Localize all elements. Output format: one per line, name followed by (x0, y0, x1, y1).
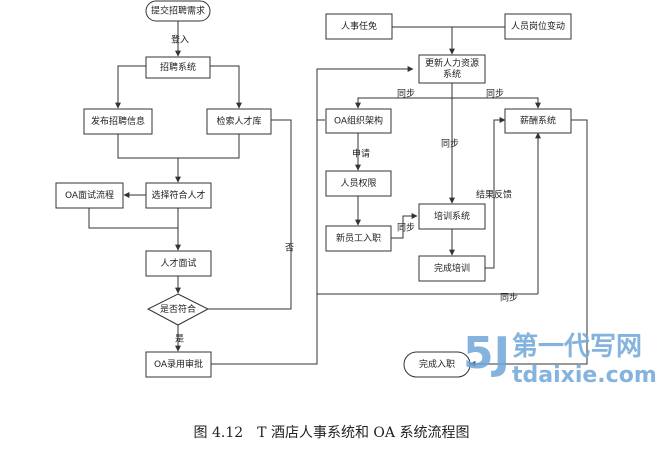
node-search: 检索人才库 (206, 108, 272, 135)
figure-caption: 图 4.12 T 酒店人事系统和 OA 系统流程图 (193, 425, 470, 441)
edge-label-sync-bottom: 同步 (500, 293, 518, 304)
node-qualified: 是否符合 (146, 293, 210, 326)
node-recruit-sys: 招聘系统 (145, 56, 211, 79)
node-search-label: 检索人才库 (216, 115, 261, 127)
edge-qualified-no (208, 117, 292, 310)
node-training-label: 培训系统 (434, 210, 470, 222)
edge-label-sync-training: 同步 (441, 139, 459, 150)
node-appoint: 人事任免 (325, 13, 393, 40)
watermark: 5J 第一代写网 tdaixie.com (463, 328, 657, 388)
node-oa-approve-label: OA录用审批 (154, 358, 203, 370)
node-oa-interview: OA面试流程 (55, 182, 124, 209)
node-select: 选择符合人才 (145, 182, 212, 209)
node-training: 培训系统 (418, 203, 486, 230)
node-update-hr: 更新人力资源 系统 (418, 54, 486, 84)
edge-appoint-to-update (392, 26, 455, 55)
node-oa-approve: OA录用审批 (145, 351, 212, 378)
edge-label-feedback: 结果反馈 (476, 189, 512, 201)
node-transfer: 人员岗位变动 (504, 13, 572, 40)
edge-payroll-to-finish (469, 119, 588, 367)
edge-update-to-payroll (452, 97, 541, 109)
node-newhire-label: 新员工入职 (336, 232, 381, 244)
node-update-hr-label-1: 更新人力资源 (425, 57, 479, 69)
node-perm: 人员权限 (325, 170, 392, 197)
edge-label-sync-newhire: 同步 (397, 223, 415, 234)
edge-label-no: 否 (285, 243, 294, 254)
node-payroll-label: 薪酬系统 (520, 115, 556, 127)
node-interview-label: 人才面试 (160, 257, 196, 269)
node-payroll: 薪酬系统 (504, 108, 572, 134)
flowchart: 提交招聘需求 招聘系统 发布招聘信息 检索人才库 OA面试流程 选择符合人才 人… (55, 0, 657, 388)
node-interview: 人才面试 (145, 250, 212, 277)
node-recruit-sys-label: 招聘系统 (160, 61, 196, 73)
edge-finish-to-payroll (485, 117, 506, 269)
node-perm-label: 人员权限 (340, 177, 376, 189)
edge-merge-publish-search (117, 134, 240, 159)
edge-newhire-to-training (391, 213, 418, 239)
watermark-url: tdaixie.com (512, 363, 657, 388)
watermark-mark: 5J (463, 328, 510, 379)
node-publish: 发布招聘信息 (83, 108, 153, 135)
edge-update-to-org (355, 83, 453, 109)
edge-label-apply: 申请 (352, 148, 370, 160)
node-finish-join-label: 完成入职 (419, 358, 455, 370)
node-submit-label: 提交招聘需求 (151, 5, 205, 17)
node-newhire: 新员工入职 (325, 225, 392, 252)
node-oa-org: OA组织架构 (325, 108, 392, 134)
node-transfer-label: 人员岗位变动 (511, 20, 565, 32)
node-qualified-label: 是否符合 (160, 303, 196, 315)
node-oa-interview-label: OA面试流程 (65, 189, 114, 201)
node-submit: 提交招聘需求 (145, 0, 211, 22)
node-finish-join: 完成入职 (403, 351, 471, 378)
node-finish-train: 完成培训 (418, 255, 486, 282)
edge-org-sync-payroll (316, 119, 538, 295)
edge-labels: 登入 同步 同步 同步 申请 结果反馈 同步 否 同步 是 (171, 35, 518, 345)
edge-label-login: 登入 (171, 35, 189, 46)
node-appoint-label: 人事任免 (341, 20, 377, 32)
node-publish-label: 发布招聘信息 (91, 115, 145, 127)
edge-oa-interview-to-interview (88, 208, 181, 251)
node-update-hr-label-2: 系统 (443, 68, 461, 80)
node-oa-org-label: OA组织架构 (334, 115, 383, 127)
edge-label-yes: 是 (175, 334, 184, 345)
edge-label-sync-payroll: 同步 (486, 89, 504, 100)
node-finish-train-label: 完成培训 (434, 262, 470, 274)
edges-right (316, 26, 588, 367)
edge-label-sync-org: 同步 (397, 89, 415, 100)
node-select-label: 选择符合人才 (151, 189, 205, 201)
watermark-title: 第一代写网 (512, 331, 642, 362)
